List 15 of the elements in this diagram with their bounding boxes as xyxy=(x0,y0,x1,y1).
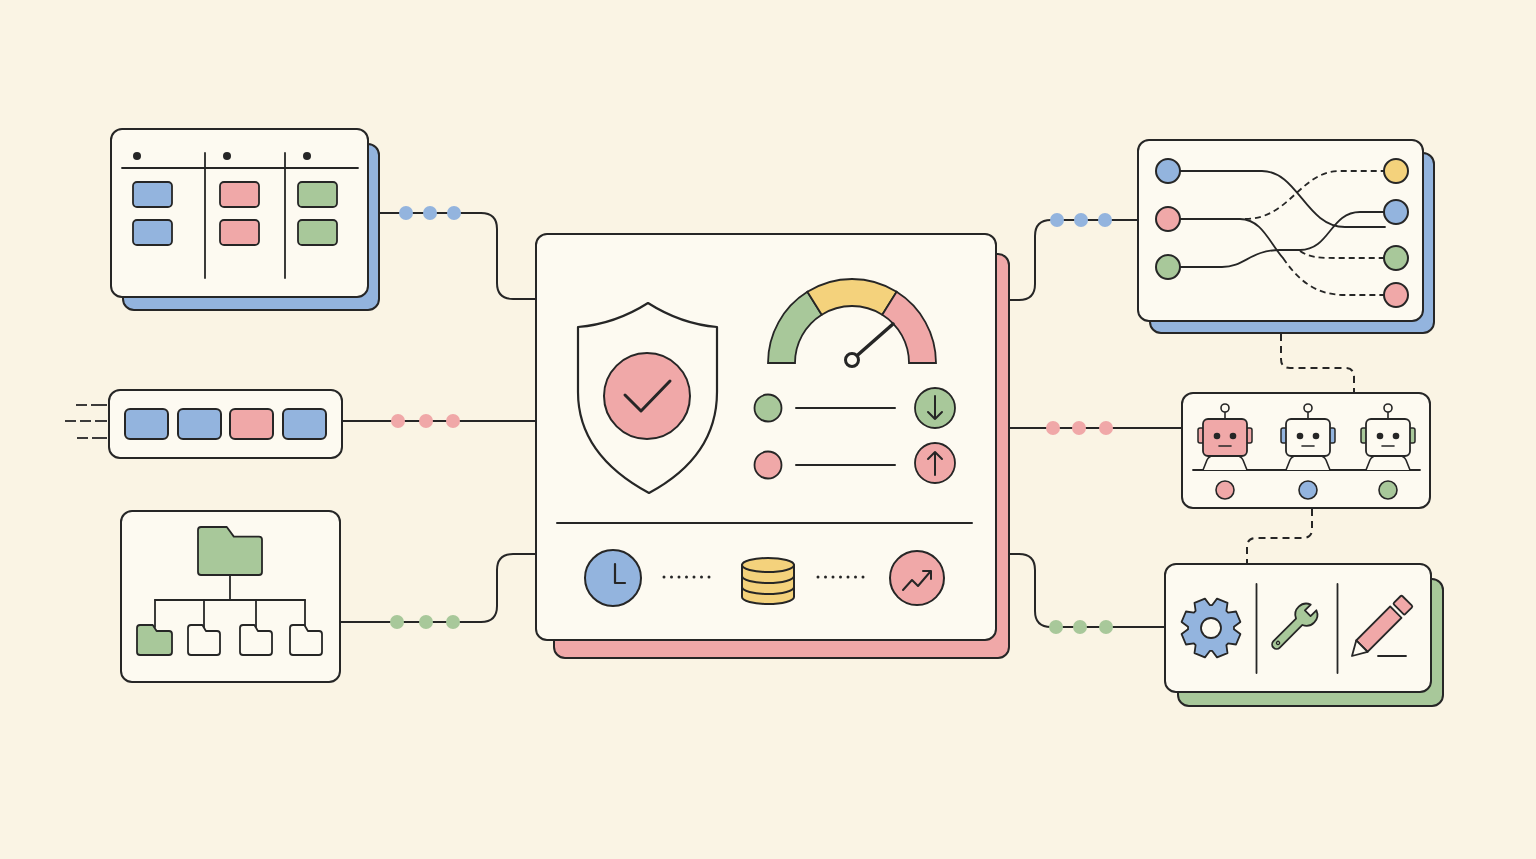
connector-line xyxy=(340,553,536,623)
panel-card xyxy=(1181,392,1431,509)
connector-line xyxy=(1009,553,1165,628)
connector-line xyxy=(379,212,536,300)
dashed-connector xyxy=(1280,333,1355,393)
connector-line xyxy=(1009,427,1182,429)
connector-line xyxy=(342,420,536,422)
stacked-card xyxy=(1164,563,1444,707)
stacked-card xyxy=(110,128,380,311)
connector-line xyxy=(1009,219,1138,301)
dashed-connector xyxy=(1246,508,1313,564)
panel-card xyxy=(120,510,341,683)
panel-card xyxy=(62,389,343,459)
dashboard-card xyxy=(535,233,1010,659)
stacked-card xyxy=(1137,139,1435,334)
